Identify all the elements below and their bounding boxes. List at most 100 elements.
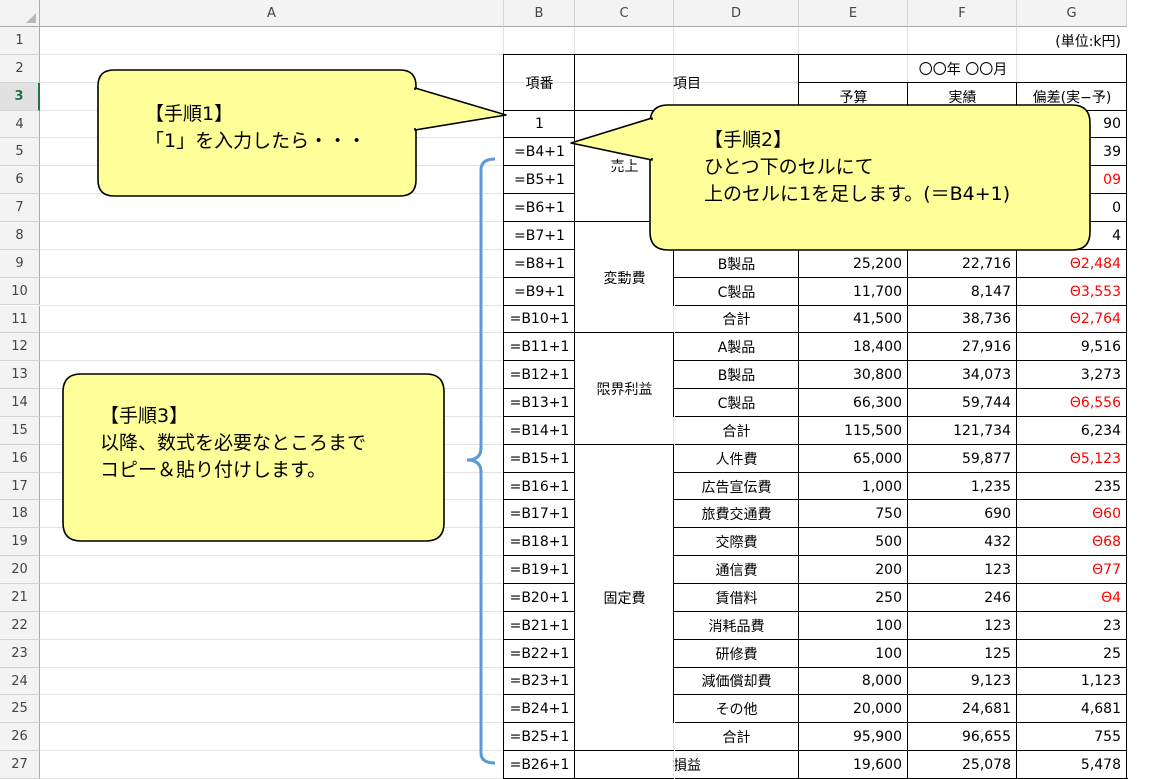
item-name-cell[interactable]: B製品 xyxy=(717,256,756,273)
row-header-22[interactable]: 22 xyxy=(0,611,40,640)
row-header-12[interactable]: 12 xyxy=(0,333,40,362)
budget-cell[interactable]: 200 xyxy=(875,562,902,579)
actual-cell[interactable]: 25,078 xyxy=(962,757,1011,774)
item-no-cell[interactable]: =B24+1 xyxy=(509,701,570,718)
budget-cell[interactable]: 95,900 xyxy=(853,729,902,746)
budget-cell[interactable]: 30,800 xyxy=(853,367,902,384)
item-name-cell[interactable]: 合計 xyxy=(722,423,751,440)
item-no-cell[interactable]: =B21+1 xyxy=(509,617,570,634)
item-name-cell[interactable]: C製品 xyxy=(717,284,756,301)
actual-cell[interactable]: 9,123 xyxy=(970,673,1011,690)
item-name-cell[interactable]: 減価償却費 xyxy=(701,674,772,691)
header-item[interactable]: 項目 xyxy=(673,75,701,92)
row-header-14[interactable]: 14 xyxy=(0,389,40,417)
item-no-cell[interactable]: =B18+1 xyxy=(509,534,570,551)
group-label[interactable]: 変動費 xyxy=(603,270,646,287)
unit-label[interactable]: (単位:k円) xyxy=(1055,33,1121,50)
row-header-20[interactable]: 20 xyxy=(0,556,40,584)
item-no-cell[interactable]: =B26+1 xyxy=(509,757,570,774)
column-header-g[interactable]: G xyxy=(1017,0,1127,27)
budget-cell[interactable]: 65,000 xyxy=(853,450,902,467)
actual-cell[interactable]: 690 xyxy=(984,506,1011,523)
actual-cell[interactable]: 121,734 xyxy=(953,422,1011,439)
budget-cell[interactable]: 100 xyxy=(875,617,902,634)
row-header-24[interactable]: 24 xyxy=(0,667,40,696)
row-header-10[interactable]: 10 xyxy=(0,277,40,306)
variance-cell[interactable]: Θ6,556 xyxy=(1069,394,1121,411)
budget-cell[interactable]: 66,300 xyxy=(853,394,902,411)
item-name-cell[interactable]: 研修費 xyxy=(715,646,758,663)
row-header-15[interactable]: 15 xyxy=(0,416,40,445)
row-header-4[interactable]: 4 xyxy=(0,110,40,139)
budget-cell[interactable]: 25,200 xyxy=(853,255,902,272)
row-header-8[interactable]: 8 xyxy=(0,221,40,250)
item-name-cell[interactable]: 人件費 xyxy=(715,451,758,468)
budget-cell[interactable]: 100 xyxy=(875,645,902,662)
actual-cell[interactable]: 125 xyxy=(984,645,1011,662)
header-actual[interactable]: 実績 xyxy=(948,89,977,106)
variance-cell[interactable]: 4 xyxy=(1112,227,1121,244)
variance-cell[interactable]: Θ4 xyxy=(1101,589,1121,606)
item-name-cell[interactable]: C製品 xyxy=(717,395,756,412)
row-header-5[interactable]: 5 xyxy=(0,138,40,167)
actual-cell[interactable]: 123 xyxy=(984,617,1011,634)
item-no-cell[interactable]: =B17+1 xyxy=(509,506,570,523)
budget-cell[interactable]: 115,500 xyxy=(844,422,902,439)
item-name-cell[interactable]: 消耗品費 xyxy=(708,618,765,635)
row-header-9[interactable]: 9 xyxy=(0,249,40,278)
item-name-cell[interactable]: その他 xyxy=(715,702,758,719)
item-no-cell[interactable]: =B13+1 xyxy=(509,394,570,411)
variance-cell[interactable]: 0 xyxy=(1112,200,1121,217)
item-name-cell[interactable]: B製品 xyxy=(717,368,756,385)
column-header-c[interactable]: C xyxy=(575,0,674,27)
actual-cell[interactable]: 59,744 xyxy=(962,394,1011,411)
variance-cell[interactable]: 90 xyxy=(1103,116,1121,133)
variance-cell[interactable]: 23 xyxy=(1103,617,1121,634)
item-no-cell[interactable]: =B16+1 xyxy=(509,478,570,495)
budget-cell[interactable]: 41,500 xyxy=(853,311,902,328)
item-no-cell[interactable]: =B15+1 xyxy=(509,450,570,467)
budget-cell[interactable]: 1,000 xyxy=(861,478,902,495)
header-item-no[interactable]: 項番 xyxy=(525,75,554,92)
row-header-19[interactable]: 19 xyxy=(0,528,40,557)
variance-cell[interactable]: 39 xyxy=(1103,144,1121,161)
variance-cell[interactable]: Θ2,764 xyxy=(1069,311,1121,328)
actual-cell[interactable]: 96,655 xyxy=(962,729,1011,746)
item-name-cell[interactable]: 合計 xyxy=(722,312,751,329)
variance-cell[interactable]: 5,478 xyxy=(1080,757,1121,774)
budget-cell[interactable]: 750 xyxy=(875,506,902,523)
item-no-cell[interactable]: =B23+1 xyxy=(509,673,570,690)
item-name-cell[interactable]: 賃借料 xyxy=(715,590,758,607)
row-header-2[interactable]: 2 xyxy=(0,54,40,83)
item-name-cell[interactable]: 通信費 xyxy=(715,563,758,580)
row-header-11[interactable]: 11 xyxy=(0,305,40,334)
item-no-cell[interactable]: =B25+1 xyxy=(509,729,570,746)
variance-cell[interactable]: 4,681 xyxy=(1080,701,1121,718)
item-no-cell[interactable]: =B8+1 xyxy=(514,255,565,272)
actual-cell[interactable]: 24,681 xyxy=(962,701,1011,718)
item-no-cell[interactable]: =B19+1 xyxy=(509,562,570,579)
profit-label[interactable]: 損益 xyxy=(673,758,701,775)
column-header-d[interactable]: D xyxy=(674,0,799,27)
variance-cell[interactable]: 09 xyxy=(1103,172,1121,189)
row-header-3[interactable]: 3 xyxy=(0,82,40,111)
column-header-f[interactable]: F xyxy=(908,0,1017,27)
item-no-cell[interactable]: =B5+1 xyxy=(514,172,565,189)
row-header-6[interactable]: 6 xyxy=(0,166,40,195)
row-header-13[interactable]: 13 xyxy=(0,361,40,390)
item-no-cell[interactable]: =B9+1 xyxy=(514,283,565,300)
variance-cell[interactable]: Θ2,484 xyxy=(1069,255,1121,272)
row-header-17[interactable]: 17 xyxy=(0,472,40,501)
header-budget[interactable]: 予算 xyxy=(839,89,868,106)
item-no-cell[interactable]: =B7+1 xyxy=(514,227,565,244)
group-label[interactable]: 固定費 xyxy=(603,590,646,607)
variance-cell[interactable]: 3,273 xyxy=(1080,367,1121,384)
actual-cell[interactable]: 38,736 xyxy=(962,311,1011,328)
row-header-16[interactable]: 16 xyxy=(0,444,40,473)
item-no-cell[interactable]: =B6+1 xyxy=(514,200,565,217)
actual-cell[interactable]: 123 xyxy=(984,562,1011,579)
item-name-cell[interactable]: 交際費 xyxy=(715,535,758,552)
variance-cell[interactable]: 235 xyxy=(1094,478,1121,495)
variance-cell[interactable]: Θ5,123 xyxy=(1069,450,1121,467)
item-name-cell[interactable]: 合計 xyxy=(722,730,751,747)
